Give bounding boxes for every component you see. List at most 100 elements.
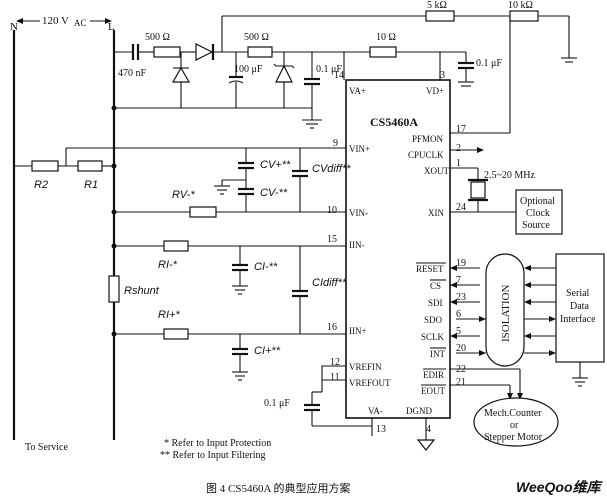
power-supply: 470 nF 500 Ω 100 μF 500 Ω 0.1 xyxy=(114,0,577,134)
ri-minus-label: RI-* xyxy=(158,259,178,271)
pin-name-xout: XOUT xyxy=(424,166,449,176)
note-filtering: ** Refer to Input Filtering xyxy=(160,450,266,461)
pin-name-cpuclk: CPUCLK xyxy=(408,150,444,160)
pin-num-16: 16 xyxy=(327,322,337,333)
pin-name-edir: EDIR xyxy=(423,370,444,380)
resistor-500-mid xyxy=(247,46,273,58)
resistor-10 xyxy=(369,46,397,58)
counter-line-1: Mech.Counter xyxy=(484,408,542,419)
resistor-r2 xyxy=(31,160,59,172)
pin-name-vrefout: VREFOUT xyxy=(349,378,391,388)
resistor-10k xyxy=(509,10,539,22)
clock-line-1: Optional xyxy=(520,196,555,207)
pin-num-17: 17 xyxy=(456,124,466,135)
cap-100uf-label: 100 μF xyxy=(234,64,263,75)
resistor-rv-minus xyxy=(189,206,217,218)
pin-name-sdo: SDO xyxy=(424,315,443,325)
cap-470nf-label: 470 nF xyxy=(118,68,147,79)
rv-minus-label: RV-* xyxy=(172,189,195,201)
zener-diode xyxy=(275,64,293,83)
chip-name: CS5460A xyxy=(370,115,418,129)
pin-num-9: 9 xyxy=(333,138,338,149)
ref-cap-label: 0.1 μF xyxy=(264,398,290,409)
serial-section: ISOLATION Serial Data Interface Mech.Cou… xyxy=(450,253,605,447)
footnotes: * Refer to Input Protection ** Refer to … xyxy=(160,438,604,495)
ci-minus-label: CI-** xyxy=(254,261,278,273)
rshunt-label: Rshunt xyxy=(124,285,160,297)
cidiff-label: CIdiff** xyxy=(312,277,347,289)
r1-label: R1 xyxy=(84,179,98,191)
serial-line-1: Serial xyxy=(566,288,590,299)
current-input-network: RI-* CI-** Rshunt CIdiff** RI+* CI+** xyxy=(108,105,347,381)
counter-motor xyxy=(473,397,559,447)
pin-name-sclk: SCLK xyxy=(421,332,445,342)
watermark: WeeQoo维库 xyxy=(516,479,604,495)
clock-section: 2.5~20 MHz Optional Clock Source xyxy=(450,147,563,235)
isolation-label: ISOLATION xyxy=(500,285,512,342)
note-protection: * Refer to Input Protection xyxy=(164,438,271,449)
pin-num-15: 15 xyxy=(327,234,337,245)
pin-name-iin-plus: IIN+ xyxy=(349,326,367,336)
series-diode xyxy=(195,43,214,61)
pin-name-sdi: SDI xyxy=(428,298,443,308)
resistor-500-top xyxy=(153,46,181,58)
ri-plus-label: RI+* xyxy=(158,309,180,321)
resistor-ri-plus xyxy=(163,328,189,340)
pin-name-reset: RESET xyxy=(416,264,444,274)
pin-name-int: INT xyxy=(430,349,445,359)
resistor-5k xyxy=(425,10,455,22)
res-500-mid-label: 500 Ω xyxy=(244,32,269,43)
dgnd-ground xyxy=(416,439,436,451)
pin-name-pfmon: PFMON xyxy=(412,134,444,144)
counter-line-3: Stepper Motor xyxy=(484,432,543,443)
pin-name-va-minus: VA- xyxy=(368,406,383,416)
resistor-ri-minus xyxy=(163,240,189,252)
pin-name-eout: EOUT xyxy=(421,386,445,396)
pin-num-1: 1 xyxy=(456,158,461,169)
cap-01uf-left-label: 0.1 μF xyxy=(316,64,342,75)
clock-line-3: Source xyxy=(522,220,550,231)
cs5460a-chip: CS5460A 14 VA+ 3 VD+ 9 VIN+ 10 VIN- 15 I… xyxy=(327,70,466,435)
r2-label: R2 xyxy=(34,179,48,191)
pin-name-va-plus: VA+ xyxy=(349,86,366,96)
pin-num-5: 5 xyxy=(456,326,461,337)
pin-name-cs: CS xyxy=(430,281,441,291)
cvdiff-label: CVdiff** xyxy=(312,163,351,175)
resistor-r1 xyxy=(77,160,103,172)
pin-num-11: 11 xyxy=(330,372,340,383)
pin-num-6: 6 xyxy=(456,309,461,320)
pin-name-vd-plus: VD+ xyxy=(426,86,444,96)
res-500-top-label: 500 Ω xyxy=(145,32,170,43)
res-5k-label: 5 kΩ xyxy=(427,0,447,11)
pin-num-14: 14 xyxy=(334,70,344,81)
pin-name-vin-minus: VIN- xyxy=(349,208,368,218)
pin-name-xin: XIN xyxy=(428,208,444,218)
pin-num-3: 3 xyxy=(440,70,445,81)
serial-line-3: Interface xyxy=(560,314,596,325)
pin-name-dgnd: DGND xyxy=(406,406,432,416)
pin-num-13: 13 xyxy=(376,424,386,435)
figure-caption: 图 4 CS5460A 的典型应用方案 xyxy=(206,481,351,495)
resistor-rshunt xyxy=(108,275,120,303)
pin-name-vin-plus: VIN+ xyxy=(349,144,370,154)
pin-name-vrefin: VREFIN xyxy=(349,362,382,372)
shunt-diode xyxy=(171,66,191,83)
serial-line-2: Data xyxy=(570,301,589,312)
voltage-input-network: R2 R1 CV+** CV-** CVdiff** RV-* xyxy=(14,147,351,218)
pin-num-21: 21 xyxy=(456,377,466,388)
crystal xyxy=(470,181,486,199)
counter-line-2: or xyxy=(510,420,519,431)
pin-num-4: 4 xyxy=(426,424,431,435)
res-10k-label: 10 kΩ xyxy=(508,0,533,11)
optional-clock-source xyxy=(515,189,563,235)
pin-name-iin-minus: IIN- xyxy=(349,240,365,250)
ci-plus-label: CI+** xyxy=(254,345,281,357)
supply-voltage-sub: AC xyxy=(74,18,87,28)
pin-num-7: 7 xyxy=(456,275,461,286)
cv-plus-label: CV+** xyxy=(260,159,291,171)
line-label: L xyxy=(108,21,115,33)
pin-num-2: 2 xyxy=(456,143,461,154)
pin-num-23: 23 xyxy=(456,292,466,303)
reference-section: 0.1 μF xyxy=(264,365,436,451)
